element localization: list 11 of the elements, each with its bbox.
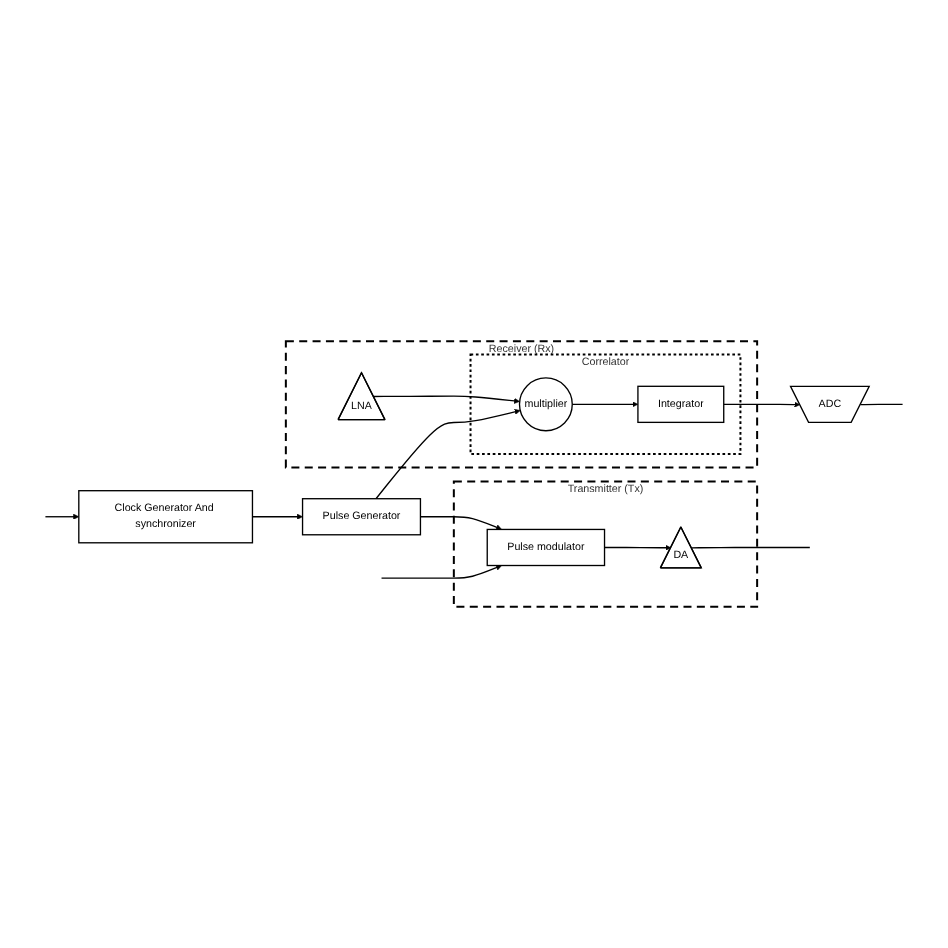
arrow [380,564,502,579]
arrow [375,408,521,500]
connector [859,403,904,406]
arrow [571,401,639,408]
arrow [723,401,801,408]
arrow [251,513,303,520]
arrow [603,544,672,551]
arrow [419,516,502,531]
arrow [372,395,520,404]
connector [690,546,811,549]
arrow [44,513,80,520]
